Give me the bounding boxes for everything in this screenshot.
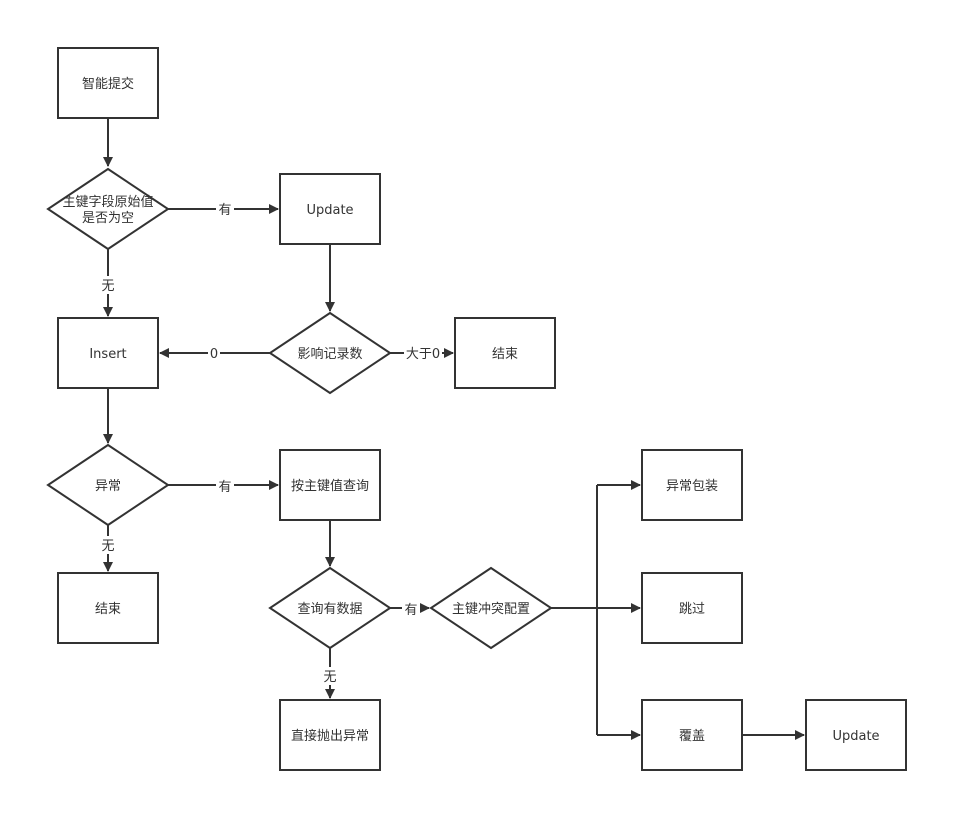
svg-text:按主键值查询: 按主键值查询 (291, 478, 369, 494)
svg-text:无: 无 (101, 539, 114, 554)
edge-label-has-data-no: 无 (321, 667, 339, 685)
svg-text:影响记录数: 影响记录数 (297, 346, 362, 362)
edge-label-exception-yes: 有 (216, 477, 234, 495)
insert-node[interactable]: Insert (57, 317, 159, 389)
svg-text:0: 0 (210, 347, 218, 362)
svg-text:主键冲突配置: 主键冲突配置 (452, 601, 530, 617)
wrap-exception-node[interactable]: 异常包装 (641, 449, 743, 521)
svg-text:有: 有 (218, 203, 231, 218)
update-node-2[interactable]: Update (805, 699, 907, 771)
end-node-1[interactable]: 结束 (454, 317, 556, 389)
exception-decision[interactable]: 异常 (46, 443, 170, 527)
pk-conflict-decision[interactable]: 主键冲突配置 (429, 566, 553, 650)
edge-label-affected-zero: 0 (208, 345, 220, 362)
svg-text:无: 无 (101, 279, 114, 294)
svg-text:智能提交: 智能提交 (82, 76, 134, 92)
throw-exception-node[interactable]: 直接抛出异常 (279, 699, 381, 771)
skip-node[interactable]: 跳过 (641, 572, 743, 644)
affected-rows-decision[interactable]: 影响记录数 (268, 311, 392, 395)
svg-text:主键字段原始值: 主键字段原始值 (62, 194, 153, 210)
edge-label-affected-gt0: 大于0 (404, 345, 442, 362)
edge-label-pk-yes: 有 (216, 200, 234, 218)
start-node[interactable]: 智能提交 (57, 47, 159, 119)
edge-label-pk-no: 无 (99, 276, 117, 294)
pk-empty-decision[interactable]: 主键字段原始值 是否为空 (46, 167, 170, 251)
edge-label-has-data-yes: 有 (402, 600, 420, 618)
end-node-2[interactable]: 结束 (57, 572, 159, 644)
edge-label-exception-no: 无 (99, 536, 117, 554)
svg-text:无: 无 (323, 670, 336, 685)
svg-text:查询有数据: 查询有数据 (297, 602, 362, 617)
has-data-decision[interactable]: 查询有数据 (268, 566, 392, 650)
svg-text:大于0: 大于0 (406, 347, 440, 362)
svg-text:异常: 异常 (95, 479, 121, 494)
svg-text:Update: Update (832, 729, 879, 744)
svg-text:Insert: Insert (89, 347, 126, 362)
svg-text:有: 有 (404, 603, 417, 618)
svg-text:Update: Update (306, 203, 353, 218)
update-node[interactable]: Update (279, 173, 381, 245)
svg-text:直接抛出异常: 直接抛出异常 (291, 728, 369, 744)
svg-text:覆盖: 覆盖 (679, 729, 705, 744)
svg-text:异常包装: 异常包装 (666, 479, 718, 494)
svg-text:跳过: 跳过 (679, 602, 705, 617)
query-by-pk-node[interactable]: 按主键值查询 (279, 449, 381, 521)
svg-text:有: 有 (218, 480, 231, 495)
overwrite-node[interactable]: 覆盖 (641, 699, 743, 771)
svg-text:结束: 结束 (492, 347, 518, 362)
svg-text:是否为空: 是否为空 (82, 211, 134, 226)
svg-text:结束: 结束 (95, 602, 121, 617)
